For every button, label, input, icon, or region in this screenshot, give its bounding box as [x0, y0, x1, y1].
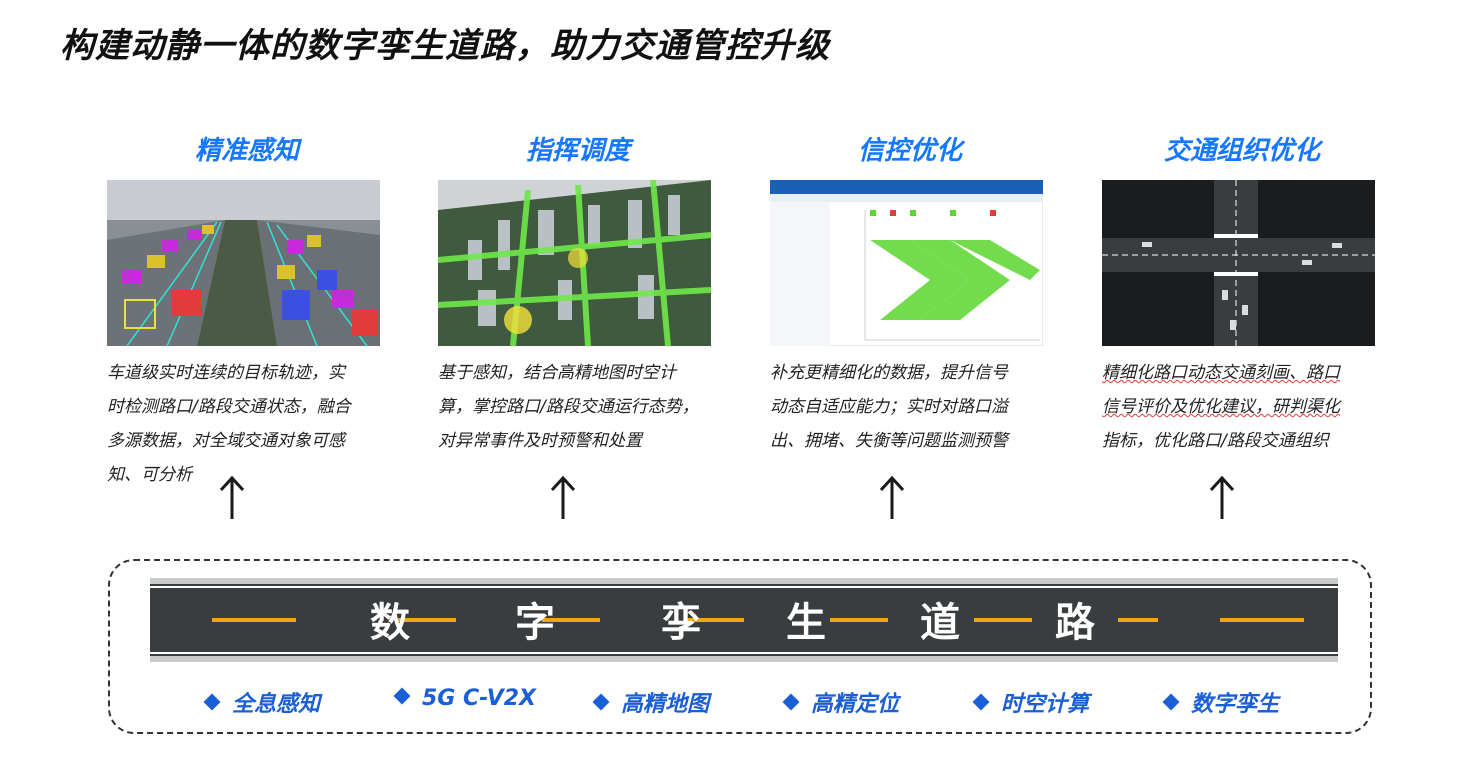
column-heading: 指挥调度: [525, 136, 630, 166]
road-char: 路: [1055, 600, 1095, 646]
arrow-up-icon: [1209, 475, 1235, 519]
diamond-icon: [203, 693, 221, 711]
road-char: 孪: [661, 600, 701, 646]
description-line: 时检测路口/路段交通状态，融合: [107, 397, 351, 417]
road-graphic: [150, 578, 1338, 662]
road-char: 数: [370, 600, 410, 646]
diamond-icon: [592, 693, 610, 711]
tag-label: 数字孪生: [1191, 692, 1280, 717]
description-line: 车道级实时连续的目标轨迹，实: [107, 363, 345, 383]
tag-item: 5G C-V2X: [393, 686, 536, 711]
column-signal-control: 信控优化 补充更精细化的数据，提升信号 动态自适应能力；实时对路口溢 出、拥堵、…: [770, 130, 1050, 519]
tag-item: 高精地图: [592, 686, 710, 718]
road-char: 道: [920, 600, 960, 646]
description-line: 知、可分析: [107, 465, 192, 485]
description-line: 算，掌控路口/路段交通运行态势，: [438, 397, 699, 417]
city-3d-map-image: [438, 180, 711, 346]
description-line: 动态自适应能力；实时对路口溢: [770, 397, 1008, 417]
description-line: 补充更精细化的数据，提升信号: [770, 363, 1008, 383]
signal-software-screenshot: [770, 180, 1043, 346]
tag-label: 全息感知: [232, 692, 321, 717]
tag-label: 时空计算: [1001, 692, 1090, 717]
tag-item: 全息感知: [203, 686, 321, 718]
description-line: 对异常事件及时预警和处置: [438, 431, 642, 451]
column-description: 车道级实时连续的目标轨迹，实 时检测路口/路段交通状态，融合 多源数据，对全域交…: [107, 356, 385, 492]
column-description: 基于感知，结合高精地图时空计 算，掌控路口/路段交通运行态势， 对异常事件及时预…: [438, 356, 716, 458]
description-line: 基于感知，结合高精地图时空计: [438, 363, 676, 383]
description-line: 多源数据，对全域交通对象可感: [107, 431, 345, 451]
description-line: 指标，优化路口/路段交通组织: [1102, 431, 1329, 451]
diamond-icon: [1162, 693, 1180, 711]
column-description: 补充更精细化的数据，提升信号 动态自适应能力；实时对路口溢 出、拥堵、失衡等问题…: [770, 356, 1048, 458]
arrow-up-icon: [879, 475, 905, 519]
diamond-icon: [393, 687, 411, 705]
arrow-up-icon: [550, 475, 576, 519]
page-title: 构建动静一体的数字孪生道路，助力交通管控升级: [60, 26, 830, 66]
tag-label: 高精定位: [811, 692, 900, 717]
tag-item: 高精定位: [782, 686, 900, 718]
road-title: 数 字 孪 生 道 路: [150, 590, 1338, 650]
column-traffic-organization: 交通组织优化 精细化路口动态交通刻画、路口 信号评价及优化建议，研判渠化 指标，…: [1102, 130, 1382, 519]
description-line: 信号评价及优化建议，研判渠化: [1102, 397, 1340, 417]
technology-tags: 全息感知 5G C-V2X 高精地图 高精定位 时空计算 数字孪生: [200, 686, 1350, 720]
arrow-up-icon: [219, 475, 245, 519]
description-line: 精细化路口动态交通刻画、路口: [1102, 363, 1340, 383]
column-description: 精细化路口动态交通刻画、路口 信号评价及优化建议，研判渠化 指标，优化路口/路段…: [1102, 356, 1380, 458]
road-char: 字: [515, 600, 555, 646]
tag-item: 数字孪生: [1162, 686, 1280, 718]
digital-twin-road-panel: [108, 559, 1372, 734]
road-char: 生: [786, 600, 826, 646]
tag-label: 5G C-V2X: [422, 686, 536, 711]
description-line: 出、拥堵、失衡等问题监测预警: [770, 431, 1008, 451]
intersection-model-image: [1102, 180, 1375, 346]
column-dispatch: 指挥调度 基于感知，结合高精地图时空计 算，掌控路口/路段交通运行态势， 对异常…: [438, 130, 718, 519]
diamond-icon: [972, 693, 990, 711]
column-heading: 交通组织优化: [1163, 136, 1320, 166]
traffic-detection-image: [107, 180, 380, 346]
column-perception: 精准感知 车道级实时连续的目标轨迹，实 时检测路口/路段交通状态，融合 多源数据…: [107, 130, 387, 519]
column-heading: 精准感知: [194, 136, 299, 166]
diamond-icon: [782, 693, 800, 711]
tag-item: 时空计算: [972, 686, 1090, 718]
tag-label: 高精地图: [621, 692, 710, 717]
column-heading: 信控优化: [857, 136, 962, 166]
